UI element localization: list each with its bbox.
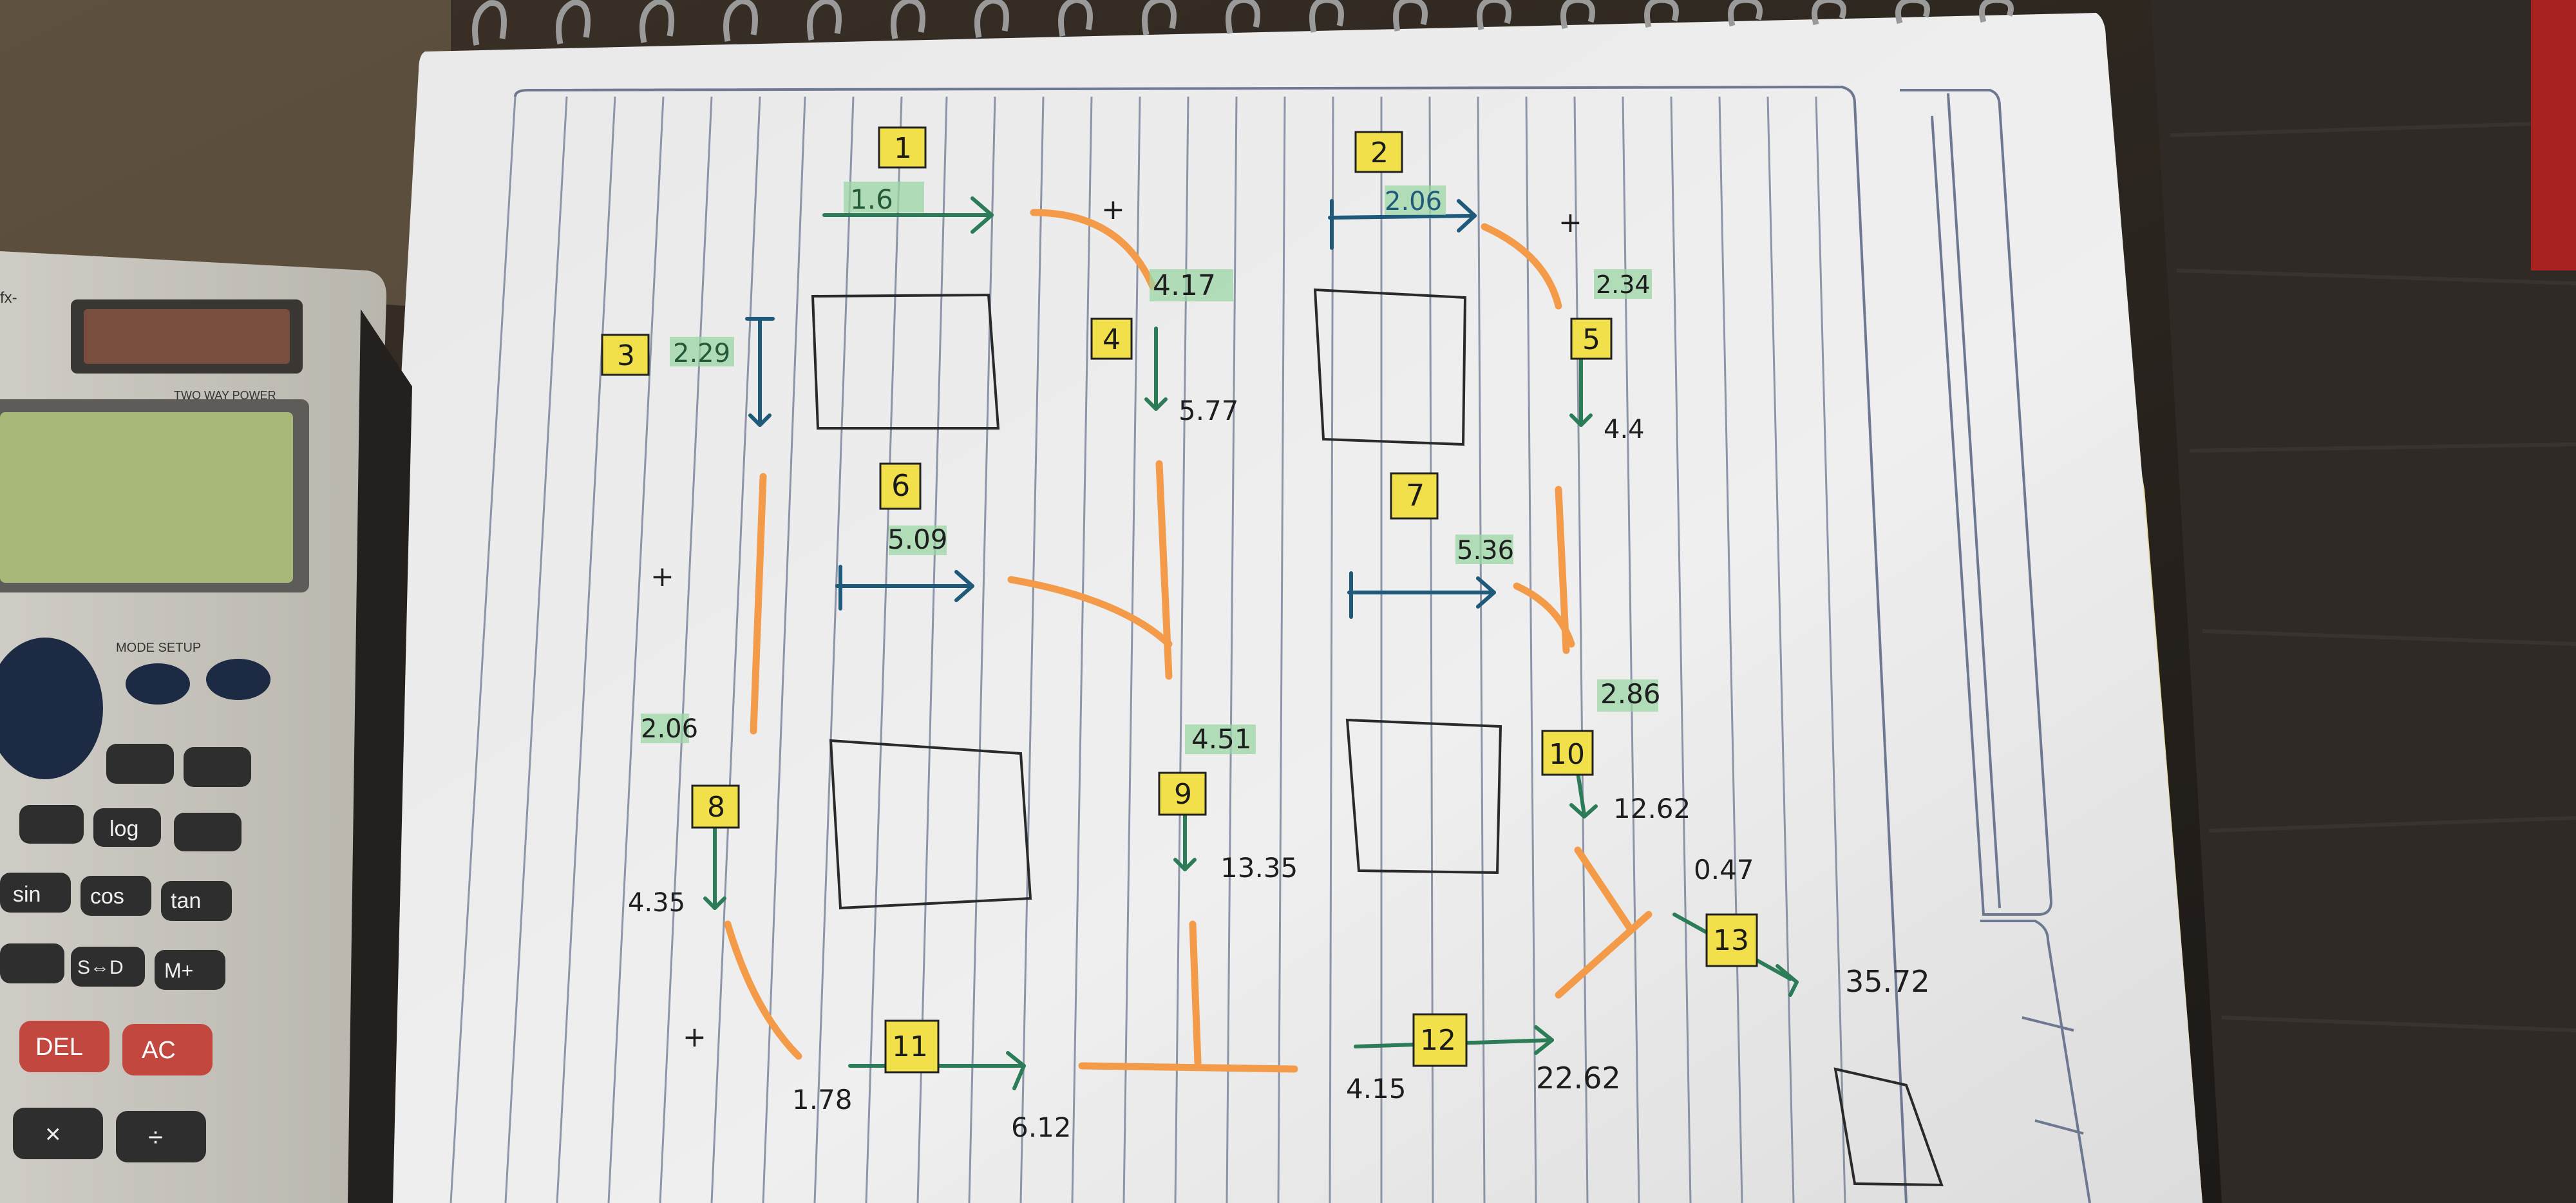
ruled-lines xyxy=(450,96,1846,1203)
step-number: 13 xyxy=(1713,924,1749,957)
calculator-key-log[interactable] xyxy=(93,808,161,847)
calculator-key-times[interactable] xyxy=(13,1108,103,1159)
calculator-solar-label: TWO WAY POWER xyxy=(174,389,276,402)
calculator-key-label: sin xyxy=(13,882,41,907)
plus-mark: + xyxy=(683,1021,706,1054)
wood-grain xyxy=(2170,120,2576,1032)
value-label: 12.62 xyxy=(1613,793,1690,824)
step-number: 11 xyxy=(892,1030,928,1063)
calculator-key-shift[interactable] xyxy=(106,744,174,784)
calculator-key-ac[interactable] xyxy=(122,1024,213,1075)
calculator-key-comma[interactable] xyxy=(174,813,242,851)
plus-mark: + xyxy=(650,560,674,593)
calculator-key-label: × xyxy=(45,1119,61,1149)
value-label: 2.06 xyxy=(641,714,698,744)
calculator-mode-label: MODE SETUP xyxy=(116,641,201,655)
red-object-edge xyxy=(2531,0,2576,270)
step-number: 10 xyxy=(1549,738,1585,771)
calculator-solar-cells xyxy=(84,309,290,364)
step-number: 7 xyxy=(1406,478,1425,513)
spiral-binding xyxy=(472,0,2014,46)
calculator-key-label: AC xyxy=(142,1037,176,1064)
calculator-key-ln[interactable] xyxy=(184,747,251,787)
calculator-key-label: cos xyxy=(90,884,124,909)
calculator-key-sd[interactable] xyxy=(71,947,145,987)
calculator-key-paren[interactable] xyxy=(0,943,64,983)
value-label: 4.51 xyxy=(1191,723,1252,755)
calculator-key-mplus[interactable] xyxy=(155,950,225,990)
step-number: 3 xyxy=(617,339,635,372)
value-label: 5.77 xyxy=(1179,395,1239,426)
calculator-key-label: log xyxy=(109,817,138,841)
value-label: 35.72 xyxy=(1845,964,1930,999)
calculator: TWO WAY POWER fx- MODE SETUP log sin cos… xyxy=(0,251,412,1203)
step-label-numbers: 1 2 3 4 5 6 7 8 9 10 11 12 13 xyxy=(617,132,1749,1063)
calculator-key-label: ÷ xyxy=(148,1122,163,1152)
notebook-margin-frame xyxy=(514,85,1908,1203)
value-label: 5.36 xyxy=(1457,536,1514,565)
value-highlights xyxy=(641,182,1658,754)
calculator-key-label: S⇔D xyxy=(77,957,124,978)
calculator-key-divide[interactable] xyxy=(116,1111,206,1162)
value-label: 4.4 xyxy=(1604,415,1645,444)
notebook-tab-region xyxy=(1900,89,2091,1203)
calculator-replay-dpad[interactable] xyxy=(0,638,103,779)
desk-wood-light xyxy=(0,0,451,309)
value-label: 4.17 xyxy=(1153,269,1216,302)
step-number: 4 xyxy=(1103,323,1121,356)
calculator-key-cos[interactable] xyxy=(80,876,151,916)
desk-wood-right xyxy=(2151,0,2576,1203)
value-label: 4.35 xyxy=(628,888,685,918)
calculator-key-label: M+ xyxy=(164,959,193,982)
value-label: 2.34 xyxy=(1596,270,1651,299)
plus-mark: + xyxy=(1101,193,1125,226)
orange-traces xyxy=(724,209,1653,1073)
value-label: 13.35 xyxy=(1220,852,1298,884)
calculator-dark-edge xyxy=(348,309,412,1203)
step-number: 12 xyxy=(1420,1024,1456,1057)
step-number: 9 xyxy=(1174,778,1192,811)
drawn-rectangles xyxy=(811,288,1944,1187)
calculator-key-label: tan xyxy=(171,889,201,913)
calculator-key-label: DEL xyxy=(35,1034,83,1061)
value-label: 5.09 xyxy=(887,524,948,555)
step-number: 5 xyxy=(1582,323,1600,356)
value-label: 2.29 xyxy=(673,339,730,368)
value-label: 6.12 xyxy=(1011,1112,1072,1143)
plus-mark: + xyxy=(1558,206,1582,239)
calculator-key-tan[interactable] xyxy=(161,881,232,921)
value-label: 22.62 xyxy=(1536,1061,1621,1095)
value-label: 4.15 xyxy=(1346,1073,1406,1104)
calculator-key-del[interactable] xyxy=(19,1021,109,1072)
step-number: 1 xyxy=(894,132,912,165)
calculator-model: fx- xyxy=(0,289,17,307)
value-label: 1.78 xyxy=(792,1084,853,1115)
calculator-lcd xyxy=(0,412,293,583)
value-label: 1.6 xyxy=(850,184,893,215)
calculator-key-sin[interactable] xyxy=(0,873,71,913)
calculator-mode-button[interactable] xyxy=(126,663,190,705)
value-label: 2.06 xyxy=(1385,187,1442,216)
value-label: 0.47 xyxy=(1694,854,1754,886)
calculator-key-a[interactable] xyxy=(19,805,84,844)
step-number: 2 xyxy=(1370,137,1388,169)
calculator-on-button[interactable] xyxy=(206,659,270,700)
value-label: 2.86 xyxy=(1600,678,1661,710)
step-number: 6 xyxy=(891,468,910,503)
step-number: 8 xyxy=(707,791,725,824)
notebook-paper xyxy=(354,13,2202,1203)
handwritten-values: 1.6 2.06 2.29 4.17 5.77 2.34 4.4 5.09 5.… xyxy=(628,184,1930,1143)
step-label-boxes xyxy=(601,126,1758,1074)
